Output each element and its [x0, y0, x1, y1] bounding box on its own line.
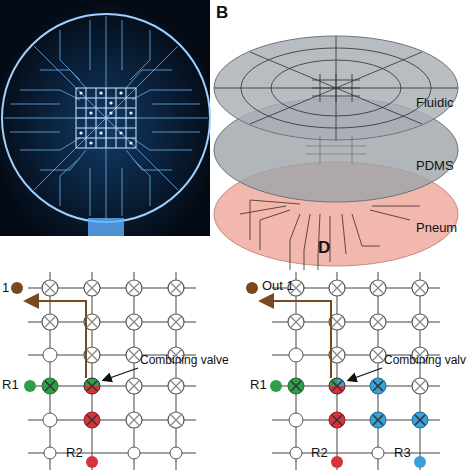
chip-photo — [0, 0, 210, 236]
outlet-label: 1 — [2, 281, 9, 296]
panel-letter: B — [216, 3, 228, 23]
panel-letter: D — [318, 238, 330, 258]
valve-grid-right — [246, 272, 440, 470]
layer-name: PDMS — [416, 159, 454, 174]
valve-grid-left — [11, 272, 196, 470]
layer-name: Pneum — [416, 221, 457, 236]
reagent-label: R1 — [2, 378, 19, 393]
layer-name: Fluidic — [416, 96, 454, 111]
reagent-label: R1 — [250, 378, 267, 393]
reagent-label: R2 — [311, 446, 328, 461]
outlet-label: Out 1 — [262, 279, 294, 294]
reagent-label: R3 — [394, 446, 411, 461]
callout-label: Combining valv — [384, 354, 466, 368]
layer-stack — [214, 36, 458, 270]
callout-label: Combining valve — [140, 354, 229, 368]
reagent-label: R2 — [66, 446, 83, 461]
